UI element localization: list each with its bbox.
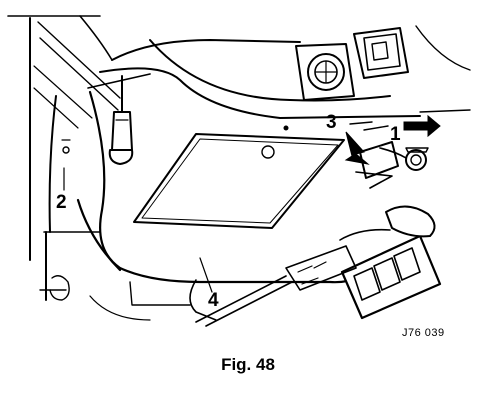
callout-1: 1 — [390, 124, 401, 145]
instrument-cluster — [295, 25, 471, 101]
callout-4: 4 — [208, 290, 219, 311]
bonnet-release-lever — [108, 75, 134, 165]
access-cover — [133, 125, 345, 229]
callout-leaders — [63, 114, 441, 293]
dashboard-panel — [87, 39, 471, 119]
figure-caption: Fig. 48 — [221, 355, 275, 374]
callout-3: 3 — [326, 112, 337, 133]
callout-labels: 2 3 1 4 — [56, 112, 401, 311]
release-cable-assembly — [349, 121, 429, 189]
figure-reference-code: J76 039 — [402, 327, 445, 339]
left-body-structure — [7, 15, 151, 321]
switch-panel — [195, 205, 442, 327]
lower-trim-panel — [43, 90, 382, 321]
callout-2: 2 — [56, 192, 67, 213]
